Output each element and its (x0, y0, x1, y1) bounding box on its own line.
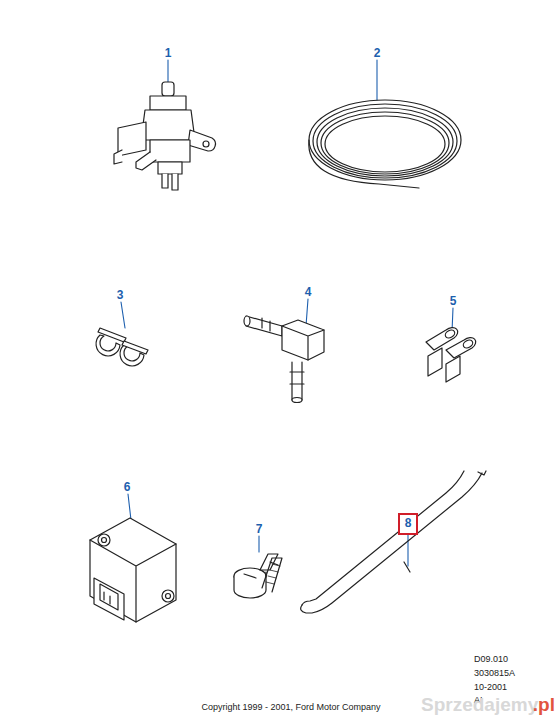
callout-number: 5 (450, 295, 457, 308)
callout-number: 3 (117, 289, 124, 302)
vacuum-hose (301, 471, 486, 613)
drawing-code: 3030815A (474, 669, 515, 679)
screw (234, 554, 282, 598)
drawing-code: 10-2001 (474, 683, 507, 693)
hose-clip (96, 328, 148, 366)
drawing-code: D09.010 (474, 655, 508, 665)
watermark: Sprzedajemy (421, 695, 538, 716)
hose-coil (309, 100, 461, 188)
callout-number: 1 (165, 47, 172, 60)
leader-lines (121, 60, 453, 566)
pressure-sensor (90, 518, 176, 622)
copyright-note: Copyright 1999 - 2001, Ford Motor Compan… (201, 703, 380, 713)
screw-thread (266, 564, 280, 584)
callout-number: 7 (256, 523, 263, 536)
callout-number: 4 (305, 286, 312, 299)
vacuum-cap (426, 328, 476, 382)
callout-number: 8 (405, 517, 412, 530)
watermark: .pl (533, 695, 555, 716)
elbow-connector (244, 316, 324, 403)
solenoid-valve (114, 82, 215, 190)
callout-number: 2 (374, 47, 381, 60)
highlighted-callout: 8 (398, 513, 419, 534)
callout-number: 6 (124, 481, 131, 494)
